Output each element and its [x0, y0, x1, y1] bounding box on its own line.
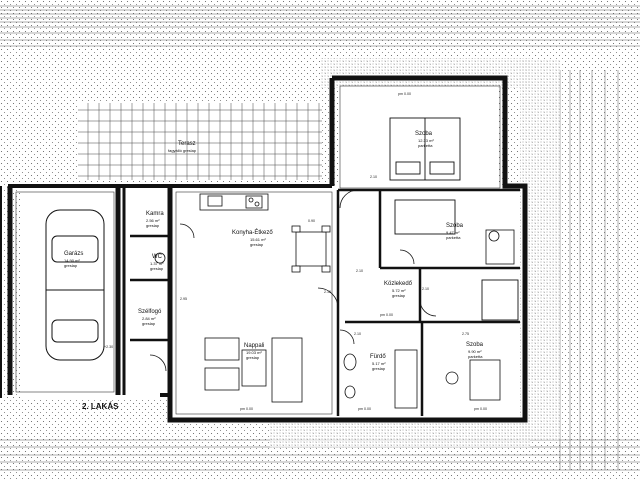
top-dimension-lines	[0, 5, 640, 47]
svg-text:greslap: greslap	[142, 321, 156, 326]
paving-top	[320, 58, 530, 88]
room-label-garazs: Garázs 14.90 m² greslap	[64, 251, 83, 268]
svg-text:greslap: greslap	[64, 263, 78, 268]
car-icon	[45, 209, 105, 361]
room-label-szoba2: Szoba 9.47 m² parketta	[446, 223, 464, 240]
paving-bottom	[270, 418, 530, 448]
svg-text:greslap: greslap	[150, 266, 164, 271]
kitchen-counter-icon	[199, 193, 331, 273]
room-label-szoba3: Szoba 9.90 m² parketta	[466, 342, 484, 359]
single-bed-icon	[394, 199, 519, 321]
room-label-szelfogo: Szélfogó 2.84 m² greslap	[138, 309, 162, 326]
svg-text:2.95: 2.95	[180, 297, 187, 301]
svg-text:5.17 m²: 5.17 m²	[372, 361, 386, 366]
svg-text:Terasz: Terasz	[178, 141, 196, 147]
svg-text:19.03 m²: 19.03 m²	[246, 350, 262, 355]
svg-text:pm 0.00: pm 0.00	[240, 407, 253, 411]
svg-text:2.10: 2.10	[354, 332, 361, 336]
svg-text:2.10: 2.10	[370, 175, 377, 179]
terrace-tiles	[78, 103, 322, 180]
svg-text:greslap: greslap	[146, 223, 160, 228]
bathroom-fixtures-icon	[154, 252, 418, 409]
svg-text:parketta: parketta	[446, 235, 461, 240]
svg-text:5.72 m²: 5.72 m²	[392, 288, 406, 293]
svg-text:12.33 m²: 12.33 m²	[418, 138, 434, 143]
room-label-wc: WC 1.37 m² greslap	[150, 254, 164, 271]
svg-text:9.90 m²: 9.90 m²	[468, 349, 482, 354]
svg-text:2.10: 2.10	[422, 287, 429, 291]
room-label-szoba1: Szoba 12.33 m² parketta	[415, 131, 434, 148]
room-label-kamra: Kamra 2.56 m² greslap	[146, 211, 164, 228]
svg-text:pm 0.00: pm 0.00	[474, 407, 487, 411]
svg-text:9.47 m²: 9.47 m²	[446, 230, 460, 235]
svg-text:WC: WC	[152, 254, 163, 260]
svg-text:fagyálló greslap: fagyálló greslap	[168, 148, 197, 153]
svg-text:2.10: 2.10	[356, 269, 363, 273]
svg-text:parketta: parketta	[418, 143, 433, 148]
svg-text:pm 0.00: pm 0.00	[398, 92, 411, 96]
svg-text:Nappali: Nappali	[244, 343, 264, 349]
svg-text:pm 0.00: pm 0.00	[380, 313, 393, 317]
svg-text:1.37 m²: 1.37 m²	[150, 261, 164, 266]
svg-text:greslap: greslap	[392, 293, 406, 298]
svg-text:Szélfogó: Szélfogó	[138, 309, 162, 315]
svg-text:Közlekedő: Közlekedő	[384, 281, 413, 287]
svg-text:pm 0.00: pm 0.00	[358, 407, 371, 411]
room-label-terasz: Terasz fagyálló greslap	[168, 141, 197, 153]
svg-text:2.75: 2.75	[462, 332, 469, 336]
svg-text:Fürdő: Fürdő	[370, 354, 386, 360]
svg-text:greslap: greslap	[246, 355, 260, 360]
svg-text:2.56 m²: 2.56 m²	[146, 218, 160, 223]
room-label-konyha: Konyha-Étkező 15.61 m² greslap	[232, 229, 273, 247]
svg-text:greslap: greslap	[250, 242, 264, 247]
svg-text:Konyha-Étkező: Konyha-Étkező	[232, 229, 273, 236]
svg-text:Kamra: Kamra	[146, 211, 164, 217]
svg-text:2.10: 2.10	[324, 290, 331, 294]
svg-text:+2.30: +2.30	[104, 345, 113, 349]
sofa-icon	[204, 337, 303, 403]
svg-text:Szoba: Szoba	[415, 131, 433, 137]
svg-text:Szoba: Szoba	[466, 342, 484, 348]
svg-text:greslap: greslap	[372, 366, 386, 371]
inner-wall-lines	[15, 85, 501, 415]
double-bed-icon	[389, 117, 461, 181]
room-label-kozlekedo: Közlekedő 5.72 m² greslap	[384, 281, 413, 298]
svg-text:14.90 m²: 14.90 m²	[64, 258, 80, 263]
height-marks: pm 0.00 pm 0.00 pm 0.00 pm 0.00 pm 0.00	[240, 92, 487, 411]
apartment-label: 2. LAKÁS	[82, 402, 119, 411]
svg-text:0.90: 0.90	[308, 219, 315, 223]
svg-text:parketta: parketta	[468, 354, 483, 359]
room-label-nappali: Nappali 19.03 m² greslap	[244, 343, 264, 360]
room-label-furdo: Fürdő 5.17 m² greslap	[370, 354, 386, 371]
svg-text:Garázs: Garázs	[64, 251, 83, 257]
svg-text:15.61 m²: 15.61 m²	[250, 237, 266, 242]
desk-icon	[445, 229, 515, 401]
svg-text:2.84 m²: 2.84 m²	[142, 316, 156, 321]
walls	[0, 75, 528, 423]
svg-text:Szoba: Szoba	[446, 223, 464, 229]
door-swings	[149, 189, 437, 372]
dimension-annotations: 2.10 2.10 0.90 2.10 2.10 2.75 2.10 2.95 …	[104, 175, 469, 349]
interior-walls	[130, 188, 520, 416]
